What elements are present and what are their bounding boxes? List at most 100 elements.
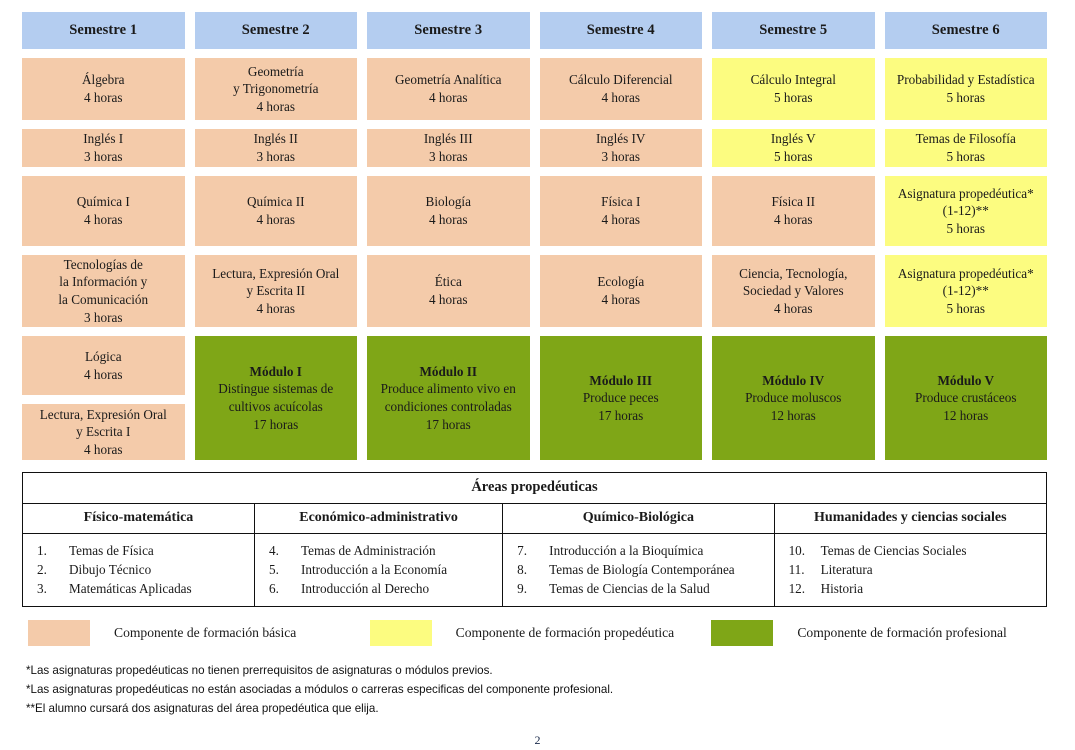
legend-item: Componente de formación básica bbox=[22, 620, 364, 647]
cell-name-line: Lectura, Expresión Oral bbox=[39, 406, 167, 422]
cell-name-line: Temas de Filosofía bbox=[915, 131, 1016, 147]
course-cell[interactable]: Asignatura propedéutica*(1-12)**5 horas bbox=[884, 176, 1047, 246]
cell-hours: 4 horas bbox=[601, 292, 640, 307]
course-cell[interactable]: Asignatura propedéutica*(1-12)**5 horas bbox=[884, 255, 1047, 327]
list-item[interactable]: 8. Temas de Biología Contemporánea bbox=[503, 560, 773, 579]
semester-header[interactable]: Semestre 5 bbox=[712, 12, 875, 49]
cell-name-line: Biología bbox=[425, 194, 471, 210]
area-item-number: 4. bbox=[268, 543, 279, 558]
area-item-label: Introducción a la Bioquímica bbox=[549, 543, 704, 558]
area-item-number: 8. bbox=[517, 562, 528, 578]
cell-name-line: y Trigonometría bbox=[233, 81, 319, 97]
area-item-label: Temas de Ciencias Sociales bbox=[820, 543, 967, 558]
cell-name-line: la Comunicación bbox=[58, 292, 149, 307]
list-item[interactable]: 2.Dibujo Técnico bbox=[23, 560, 254, 579]
list-item[interactable]: 9.Temas de Ciencias de la Salud bbox=[503, 579, 773, 598]
cell-name-line: Química II bbox=[247, 194, 305, 210]
list-item[interactable]: 12.Historia bbox=[775, 579, 1046, 598]
cell-name-line: Geometría bbox=[247, 63, 304, 79]
cell-hours: 5 horas bbox=[946, 220, 985, 236]
semester-header[interactable]: Semestre 4 bbox=[539, 12, 702, 49]
area-item-label: Temas de Ciencias de la Salud bbox=[549, 581, 710, 597]
area-column-header: Físico-matemática bbox=[23, 504, 254, 534]
module-title: Módulo V bbox=[937, 372, 995, 388]
semester-header[interactable]: Semestre 3 bbox=[367, 12, 530, 49]
legend-color-swatch bbox=[711, 620, 774, 647]
cell-hours: 3 horas bbox=[84, 309, 123, 325]
list-item[interactable]: 6.Introducción al Derecho bbox=[255, 579, 502, 598]
cell-hours: 5 horas bbox=[774, 90, 813, 105]
cell-name-line: Física II bbox=[771, 194, 816, 210]
semester-header[interactable]: Semestre 2 bbox=[194, 12, 357, 49]
cell-hours: 4 horas bbox=[84, 90, 123, 105]
list-item[interactable]: 11.Literatura bbox=[775, 560, 1046, 579]
cell-hours: 17 horas bbox=[598, 407, 644, 423]
footnote-line: *Las asignaturas propedéuticas no tienen… bbox=[26, 664, 493, 678]
semester-header[interactable]: Semestre 6 bbox=[884, 12, 1047, 49]
cell-hours: 4 horas bbox=[774, 212, 813, 227]
list-item[interactable]: 3.Matemáticas Aplicadas bbox=[23, 579, 254, 598]
cell-hours: 5 horas bbox=[946, 90, 985, 105]
area-item-label: Temas de Biología Contemporánea bbox=[549, 562, 735, 578]
area-item-label: Matemáticas Aplicadas bbox=[69, 581, 192, 597]
footnotes: *Las asignaturas propedéuticas no tienen… bbox=[22, 662, 1053, 718]
cell-name-line: Cálculo Diferencial bbox=[568, 72, 673, 88]
list-item[interactable]: 10.Temas de Ciencias Sociales bbox=[775, 541, 1046, 560]
cell-name-line: la Información y bbox=[59, 274, 148, 290]
cell-name-line: Produce crustáceos bbox=[915, 390, 1017, 406]
semester-header[interactable]: Semestre 1 bbox=[22, 12, 185, 49]
cell-hours: 4 horas bbox=[84, 441, 123, 457]
area-item-label: Introducción al Derecho bbox=[300, 581, 430, 597]
cell-name-line: Inglés II bbox=[253, 131, 298, 147]
cell-name-line: Asignatura propedéutica* bbox=[897, 265, 1034, 281]
list-item[interactable]: 7.Introducción a la Bioquímica bbox=[503, 541, 773, 560]
module-title: Módulo III bbox=[589, 372, 653, 388]
course-cell[interactable]: Química II 4 horas bbox=[194, 176, 357, 246]
list-item[interactable]: 1.Temas de Física bbox=[23, 541, 254, 560]
course-cell[interactable]: Física II 4 horas bbox=[712, 176, 875, 246]
cell-hours: 4 horas bbox=[256, 212, 295, 227]
module-title: Módulo II bbox=[419, 363, 478, 379]
area-item-number: 5. bbox=[268, 562, 279, 578]
module-title: Módulo I bbox=[249, 363, 302, 379]
cell-hours: 4 horas bbox=[774, 300, 813, 316]
list-item[interactable]: 5.Introducción a la Economía bbox=[255, 560, 502, 579]
cell-name-line: Geometría Analítica bbox=[394, 72, 502, 88]
list-item[interactable]: 4.Temas de Administración bbox=[255, 541, 502, 560]
cell-name-line: Distingue sistemas de bbox=[218, 381, 334, 397]
